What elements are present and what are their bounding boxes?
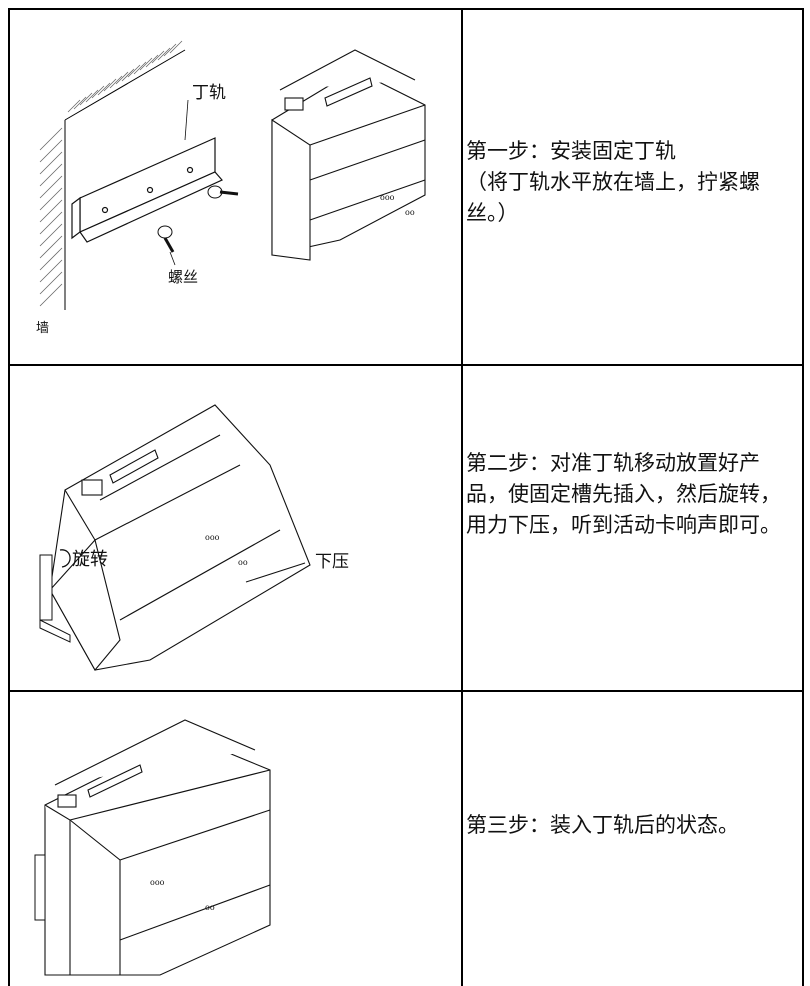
svg-text:ooo: ooo	[205, 533, 220, 542]
row-divider-2	[8, 690, 804, 692]
svg-text:ooo: ooo	[150, 878, 165, 887]
svg-text:oo: oo	[205, 903, 215, 912]
step3-text: 第三步：装入丁轨后的状态。	[466, 813, 739, 837]
table-border-left	[8, 8, 10, 986]
step2-text: 第二步：对准丁轨移动放置好产品，使固定槽先插入，然后旋转，用力下压，听到活动卡响…	[466, 451, 781, 537]
table-border-top	[8, 8, 804, 10]
step1-text: 第一步：安装固定丁轨 （将丁轨水平放在墙上，拧紧螺丝。）	[466, 139, 760, 225]
row-divider-1	[8, 364, 804, 366]
step1-illustration: 丁轨 螺丝 墙 ooo oo	[10, 20, 456, 360]
rail-clip	[39, 554, 71, 643]
rail-clip	[34, 854, 46, 921]
screw-label: 螺丝	[168, 268, 198, 286]
table-border-middle	[461, 8, 463, 986]
wall-hatching	[39, 40, 186, 310]
device-illustration: ooo oo	[271, 49, 426, 261]
screw-icon	[157, 185, 239, 253]
wall-label: 墙	[36, 321, 49, 336]
step2-illustration: ooo oo 旋转 下压	[10, 380, 456, 680]
instruction-table	[8, 8, 804, 986]
press-label: 下压	[315, 552, 349, 572]
svg-text:oo: oo	[405, 208, 415, 217]
svg-text:oo: oo	[238, 558, 248, 567]
device-mounted-illustration: ooo oo	[44, 719, 271, 976]
rail-label: 丁轨	[192, 83, 226, 103]
step3-illustration: ooo oo	[10, 710, 456, 986]
table-border-right	[802, 8, 804, 986]
din-rail	[71, 137, 223, 243]
rotate-arrow-icon	[59, 549, 71, 568]
svg-text:ooo: ooo	[380, 193, 395, 202]
rotate-label: 旋转	[72, 549, 108, 570]
device-illustration-tilted: ooo oo	[49, 404, 311, 671]
